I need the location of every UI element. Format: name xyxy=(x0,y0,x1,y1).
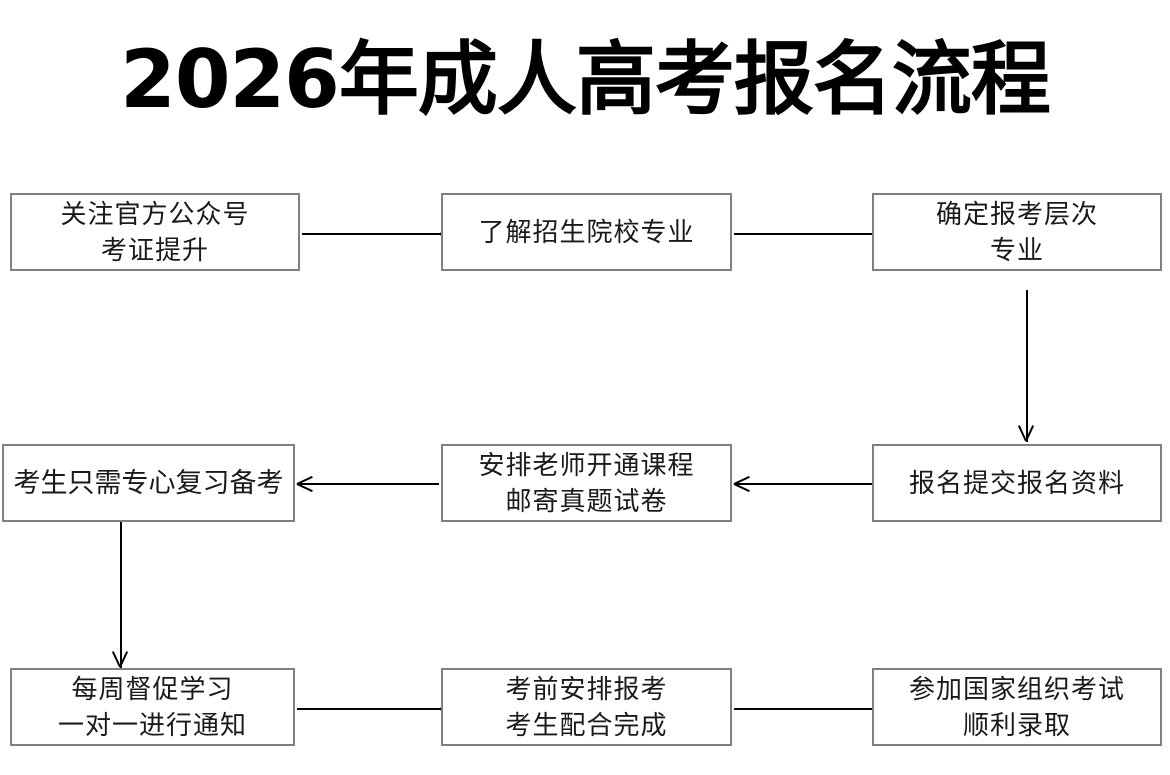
flow-node-learn-schools-majors[interactable]: 了解招生院校专业 xyxy=(441,193,732,271)
connector-n4-to-n5 xyxy=(733,465,872,501)
arrow-shaft xyxy=(297,708,440,710)
node-line-2: 考证提升 xyxy=(100,235,209,265)
flow-node-choose-level-major[interactable]: 确定报考层次 专业 xyxy=(872,193,1162,271)
node-line-1: 报名提交报名资料 xyxy=(908,468,1125,498)
flow-node-follow-official-account[interactable]: 关注官方公众号 考证提升 xyxy=(10,193,300,271)
page-title: 2026年成人高考报名流程 xyxy=(120,33,1051,126)
arrow-shaft xyxy=(734,708,872,710)
arrow-shaft xyxy=(734,233,872,235)
arrow-shaft xyxy=(120,522,122,668)
arrow-shaft xyxy=(297,483,439,485)
node-line-1: 每周督促学习 xyxy=(71,674,234,704)
node-line-1: 考前安排报考 xyxy=(505,674,668,704)
connector-n8-to-n9 xyxy=(734,690,888,726)
node-line-1: 参加国家组织考试 xyxy=(908,674,1125,704)
flow-node-take-national-exam[interactable]: 参加国家组织考试 顺利录取 xyxy=(872,668,1162,746)
arrow-shaft xyxy=(734,483,872,485)
node-line-1: 确定报考层次 xyxy=(935,199,1098,229)
flow-node-pre-exam-arrangement[interactable]: 考前安排报考 考生配合完成 xyxy=(441,668,732,746)
node-line-1: 了解招生院校专业 xyxy=(478,217,695,247)
node-line-2: 一对一进行通知 xyxy=(57,710,247,740)
flow-node-weekly-supervision[interactable]: 每周督促学习 一对一进行通知 xyxy=(10,668,295,746)
connector-n5-to-n6 xyxy=(296,465,439,501)
connector-n1-to-n2 xyxy=(302,215,456,251)
flow-node-submit-application[interactable]: 报名提交报名资料 xyxy=(872,444,1162,522)
node-line-2: 专业 xyxy=(989,235,1044,265)
node-line-2: 邮寄真题试卷 xyxy=(505,486,668,516)
node-line-2: 顺利录取 xyxy=(962,710,1071,740)
arrow-shaft xyxy=(1026,290,1028,442)
node-line-1: 关注官方公众号 xyxy=(60,199,250,229)
connector-n6-to-n7 xyxy=(101,522,139,668)
node-line-2: 考生配合完成 xyxy=(505,710,668,740)
connector-n3-to-n4 xyxy=(1007,290,1045,442)
flow-node-teacher-opens-course[interactable]: 安排老师开通课程 邮寄真题试卷 xyxy=(441,444,732,522)
arrow-shaft xyxy=(302,233,440,235)
node-line-1: 考生只需专心复习备考 xyxy=(13,468,284,498)
connector-n7-to-n8 xyxy=(297,690,456,726)
connector-n2-to-n3 xyxy=(734,215,888,251)
flow-node-student-focus-review[interactable]: 考生只需专心复习备考 xyxy=(2,444,295,522)
node-line-1: 安排老师开通课程 xyxy=(478,450,695,480)
